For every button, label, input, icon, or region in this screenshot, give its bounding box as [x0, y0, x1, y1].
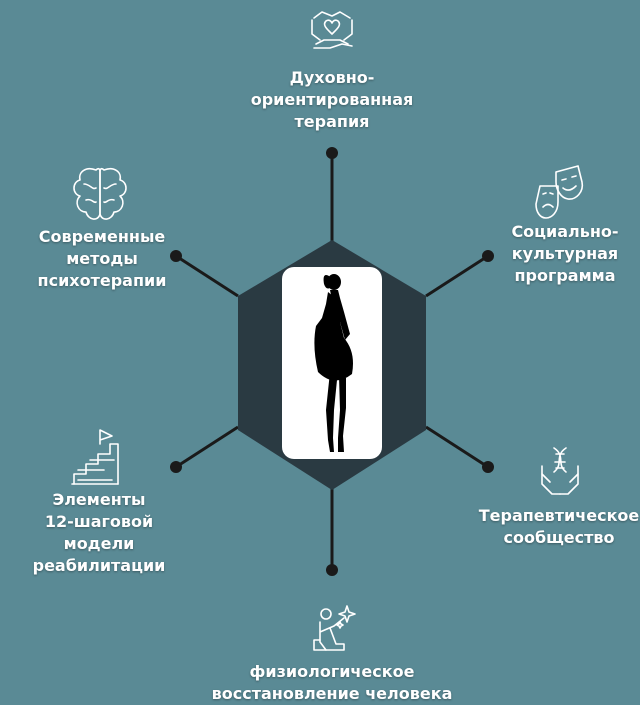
dot-upper-left — [170, 250, 182, 262]
label-upper-right-line-1: Социально- — [511, 222, 619, 241]
label-upper-right-line-2: культурная — [511, 244, 619, 263]
connector-upper-left — [175, 254, 239, 298]
dot-lower-right — [482, 461, 494, 473]
connectors — [175, 153, 489, 570]
label-lower-left-line-2: 12-шаговой модели — [44, 512, 154, 553]
woman-silhouette — [314, 274, 353, 452]
stairs-flag-icon — [71, 429, 119, 485]
hands-heart-icon — [311, 11, 353, 49]
label-upper-right-line-3: программа — [514, 266, 616, 285]
label-bottom-line-2: восстановление человека — [211, 684, 453, 703]
person-stars-icon — [313, 605, 356, 651]
hands-dna-icon — [541, 447, 579, 495]
dot-lower-left — [170, 461, 182, 473]
label-upper-left: Современные методы психотерапии — [22, 226, 182, 292]
connector-upper-right — [425, 254, 489, 298]
label-upper-left-line-2: методы — [66, 249, 138, 268]
label-lower-right: Терапевтическое сообщество — [478, 505, 640, 549]
label-bottom-line-1: физиологическое — [249, 662, 415, 681]
dot-top — [326, 147, 338, 159]
connector-lower-left — [175, 425, 239, 469]
label-top-line-3: терапия — [294, 112, 370, 131]
label-lower-left-line-3: реабилитации — [32, 556, 166, 575]
connector-lower-right — [425, 425, 489, 469]
label-lower-right-line-2: сообщество — [503, 528, 615, 547]
dot-upper-right — [482, 250, 494, 262]
label-top-line-1: Духовно- — [289, 68, 375, 87]
label-upper-left-line-1: Современные — [38, 227, 166, 246]
label-lower-right-line-1: Терапевтическое — [478, 506, 640, 525]
label-upper-right: Социально- культурная программа — [490, 221, 640, 287]
label-top: Духовно- ориентированная терапия — [232, 67, 432, 133]
label-bottom: физиологическое восстановление человека — [200, 661, 464, 705]
label-lower-left-line-1: Элементы — [52, 490, 146, 509]
label-lower-left: Элементы 12-шаговой модели реабилитации — [14, 489, 184, 577]
theater-masks-icon — [535, 165, 584, 219]
brain-icon — [73, 167, 127, 220]
dot-bottom — [326, 564, 338, 576]
label-top-line-2: ориентированная — [250, 90, 414, 109]
label-upper-left-line-3: психотерапии — [37, 271, 167, 290]
